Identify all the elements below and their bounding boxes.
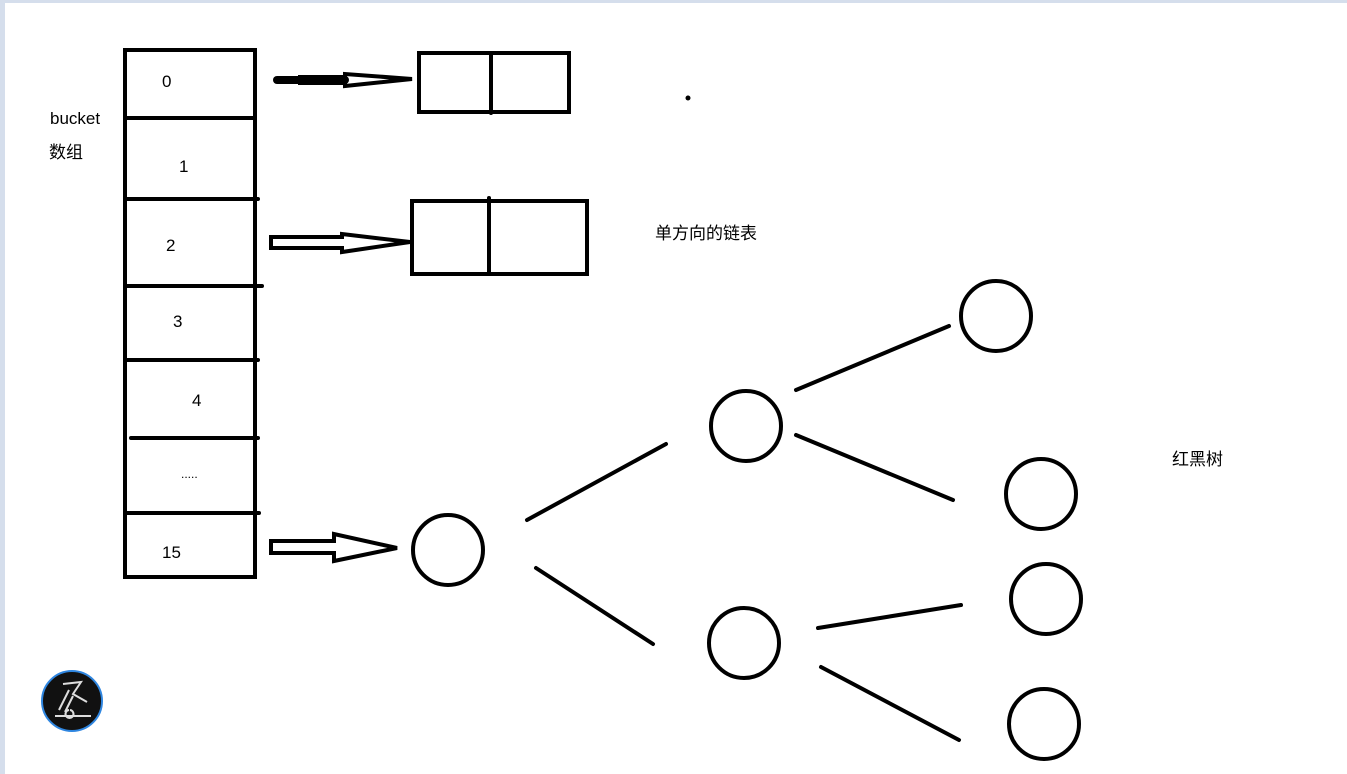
arrow-slot-2 xyxy=(269,231,411,255)
tree-edge xyxy=(816,603,963,630)
slot-index: 2 xyxy=(166,236,175,255)
calligraphy-logo-icon xyxy=(55,680,91,719)
tree-edge xyxy=(819,665,961,742)
tree-node xyxy=(1004,457,1078,531)
stray-dot xyxy=(685,95,691,101)
list-node-slot-0 xyxy=(417,51,571,115)
arrow-slot-15 xyxy=(269,531,398,564)
tree-edge xyxy=(794,324,951,392)
window-left-edge xyxy=(0,0,5,774)
tree-node xyxy=(959,279,1033,353)
linked-list-label: 单方向的链表 xyxy=(655,224,757,243)
red-black-tree-label: 红黑树 xyxy=(1172,450,1223,469)
tree-edge xyxy=(794,433,955,502)
array-label: 数组 xyxy=(49,143,83,162)
slot-index: 4 xyxy=(192,391,201,410)
tree-node-root xyxy=(411,513,485,587)
tree-edge xyxy=(534,566,655,646)
bucket-array-frame xyxy=(123,48,257,579)
tree-node xyxy=(709,389,783,463)
list-node-slot-2 xyxy=(410,196,589,276)
red-black-tree xyxy=(411,279,1083,761)
tree-edge xyxy=(525,442,668,522)
slot-index: 1 xyxy=(179,157,188,176)
slot-index: 3 xyxy=(173,312,182,331)
slot-index: ..... xyxy=(181,467,198,481)
tree-node xyxy=(1009,562,1083,636)
tree-node xyxy=(1007,687,1081,761)
arrow-slot-0 xyxy=(273,71,413,89)
window-top-edge xyxy=(0,0,1347,3)
bucket-label: bucket xyxy=(50,109,100,128)
slot-index: 0 xyxy=(162,72,171,91)
tree-node xyxy=(707,606,781,680)
bucket-array: 0 1 2 3 4 ..... 15 xyxy=(123,48,264,579)
user-avatar[interactable] xyxy=(41,670,103,732)
slot-index: 15 xyxy=(162,543,181,562)
